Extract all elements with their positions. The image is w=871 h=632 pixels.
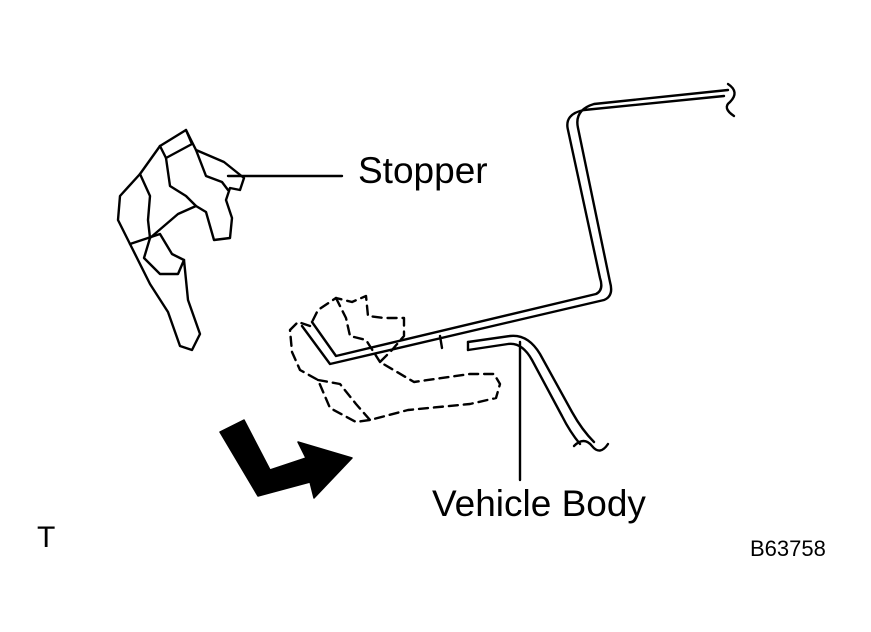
stopper-clip-leg-seam (128, 232, 186, 262)
vehicle-body-panel (300, 82, 736, 452)
stopper-clip-outline (116, 128, 246, 352)
installed-clip-dashed (288, 294, 502, 424)
vehicle-body-lower-flange-inner (466, 342, 582, 446)
vehicle-body-lower-flange-outer (466, 334, 596, 444)
figure-code-label: B63758 (750, 536, 826, 561)
vehicle-body-break-bottom (572, 439, 610, 452)
vehicle-body-inner-edge (310, 94, 726, 358)
direction-arrow (219, 419, 353, 499)
stopper-label: Stopper (358, 150, 488, 191)
view-mark-label: T (37, 521, 56, 554)
stopper-clip-face (194, 148, 230, 192)
vehicle-body-break-right (725, 82, 736, 118)
stopper-clip-side (138, 172, 152, 240)
stopper-clip (116, 128, 246, 352)
vehicle-body-outer-edge (300, 88, 730, 366)
stopper-clip-top-tab (158, 128, 194, 160)
stopper-clip-inner-edge (164, 156, 198, 208)
installed-clip-outline (288, 294, 502, 424)
vehicle-body-joint (438, 334, 444, 350)
installed-clip-leg (316, 378, 372, 422)
vehicle-body-label: Vehicle Body (432, 483, 646, 524)
installed-clip-inner (334, 296, 382, 364)
